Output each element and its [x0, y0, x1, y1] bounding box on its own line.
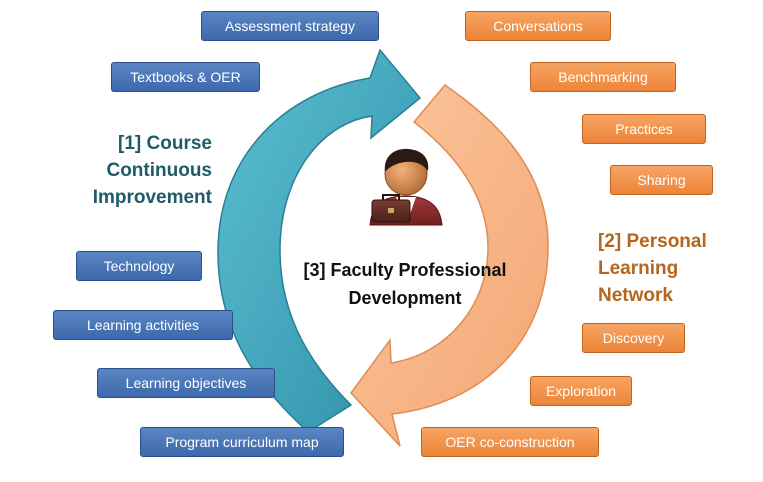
conversations-box: Conversations	[465, 11, 611, 41]
assessment-strategy-box: Assessment strategy	[201, 11, 379, 41]
faculty-heading-line: Development	[348, 288, 462, 308]
network-cycle-arrow	[350, 83, 549, 447]
network-heading-line: Network	[598, 285, 673, 306]
sharing-box: Sharing	[610, 165, 713, 195]
network-heading-line: Learning	[598, 258, 679, 279]
course-improvement-heading: [1] Course Continuous Improvement	[64, 130, 212, 211]
practices-box: Practices	[582, 114, 706, 144]
discovery-box: Discovery	[582, 323, 685, 353]
technology-box: Technology	[76, 251, 202, 281]
learning-activities-box: Learning activities	[53, 310, 233, 340]
faculty-development-heading: [3] Faculty Professional Development	[270, 256, 540, 312]
oer-co-construction-box: OER co-construction	[421, 427, 599, 457]
personal-learning-network-heading: [2] Personal Learning Network	[598, 228, 748, 309]
program-curriculum-map-box: Program curriculum map	[140, 427, 344, 457]
benchmarking-box: Benchmarking	[530, 62, 676, 92]
textbooks-oer-box: Textbooks & OER	[111, 62, 260, 92]
businessman-with-briefcase-icon	[369, 148, 443, 226]
network-heading-line: [2] Personal	[598, 231, 707, 252]
faculty-heading-line: [3] Faculty Professional	[303, 260, 507, 280]
course-heading-line: Continuous	[106, 160, 212, 181]
learning-objectives-box: Learning objectives	[97, 368, 275, 398]
course-heading-line: Improvement	[92, 187, 212, 208]
exploration-box: Exploration	[530, 376, 632, 406]
course-heading-line: [1] Course	[118, 133, 212, 154]
